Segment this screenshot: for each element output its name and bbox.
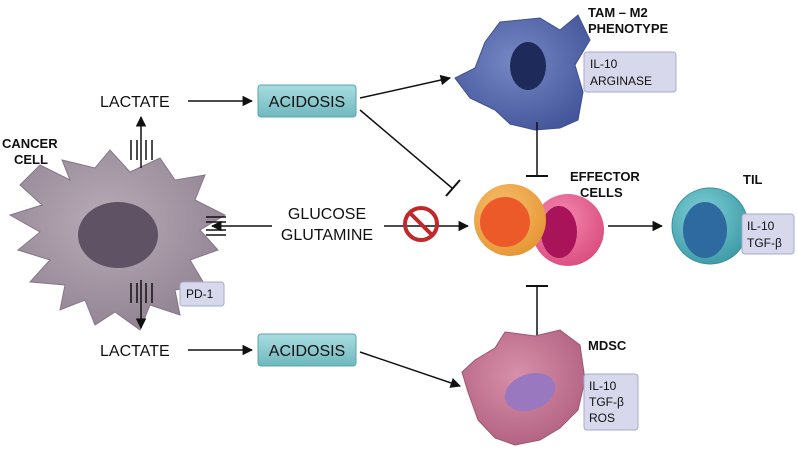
mdsc-marker-1: IL-10 xyxy=(589,379,617,393)
tam-marker-2: ARGINASE xyxy=(590,74,652,88)
inhibit-acidosis-to-effector xyxy=(359,109,453,189)
nutrient-glucose: GLUCOSE xyxy=(288,206,366,223)
mdsc-nucleus xyxy=(504,372,556,412)
pd1-marker-box xyxy=(179,281,225,307)
lactate-top: LACTATE xyxy=(100,94,170,111)
cancer-cell-label-1: CANCER xyxy=(2,136,58,151)
effector-cells xyxy=(474,184,604,266)
cancer-cell-nucleus xyxy=(78,202,158,268)
mdsc-cell xyxy=(461,329,586,446)
lactate-bottom: LACTATE xyxy=(100,343,170,360)
effector-orange-nucleus xyxy=(480,197,530,247)
til-cell xyxy=(671,187,749,265)
mdsc-marker-box xyxy=(583,373,639,431)
tam-nucleus xyxy=(510,42,546,90)
mdsc-marker-3: ROS xyxy=(589,411,615,425)
tam-marker-1: IL-10 xyxy=(590,57,618,71)
til-title: TIL xyxy=(743,172,763,187)
arrow-acidosis-to-tam xyxy=(359,74,452,99)
effector-title-1: EFFECTOR xyxy=(570,169,640,184)
transporter-bottom xyxy=(130,283,153,303)
prohibition-icon xyxy=(403,206,439,242)
nutrient-glutamine: GLUTAMINE xyxy=(281,227,373,244)
til-nucleus xyxy=(683,202,727,258)
cancer-cell-label-2: CELL xyxy=(14,152,48,167)
tam-cell xyxy=(454,14,591,131)
til-marker-2: TGF-β xyxy=(747,236,782,250)
effector-title-2: CELLS xyxy=(580,185,623,200)
tam-title-2: PHENOTYPE xyxy=(588,21,669,36)
mdsc-title: MDSC xyxy=(588,338,627,353)
acidosis-bottom: ACIDOSIS xyxy=(269,343,345,360)
acidosis-box-top xyxy=(257,84,357,118)
cancer-cell xyxy=(8,149,227,331)
arrow-acidosis-to-mdsc xyxy=(359,351,461,388)
transporter-nutrients xyxy=(206,216,226,236)
til-marker-1: IL-10 xyxy=(747,219,775,233)
mdsc-marker-2: TGF-β xyxy=(589,395,624,409)
tam-marker-box xyxy=(583,51,677,93)
til-marker-box xyxy=(741,213,795,255)
tam-title-1: TAM – M2 xyxy=(588,5,648,20)
pd1-marker: PD-1 xyxy=(186,287,214,301)
transporter-top xyxy=(130,140,153,160)
effector-pink-nucleus xyxy=(541,206,577,258)
acidosis-box-bottom xyxy=(257,333,357,367)
acidosis-top: ACIDOSIS xyxy=(269,94,345,111)
inhibit-bar-acidosis xyxy=(445,179,461,197)
